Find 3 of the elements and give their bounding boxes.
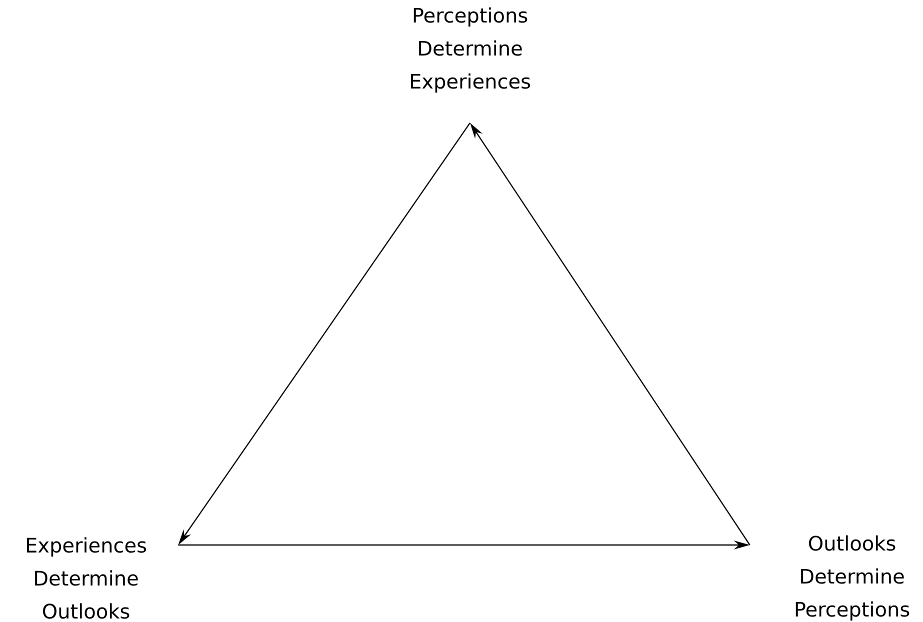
node-label: Outlooks Determine Perceptions	[796, 535, 910, 621]
node-label: Experiences Determine Outlooks	[26, 537, 146, 619]
node-label: Perceptions Determine Experiences	[411, 7, 530, 93]
